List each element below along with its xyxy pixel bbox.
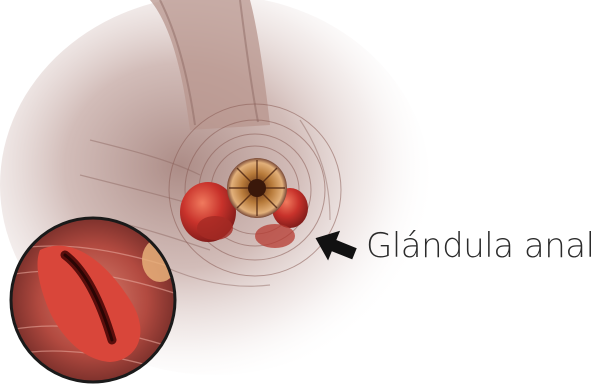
gland-label: Glándula anal (366, 229, 595, 263)
arrow-left-icon (312, 226, 358, 266)
gland-annotation: Glándula anal (312, 226, 595, 266)
